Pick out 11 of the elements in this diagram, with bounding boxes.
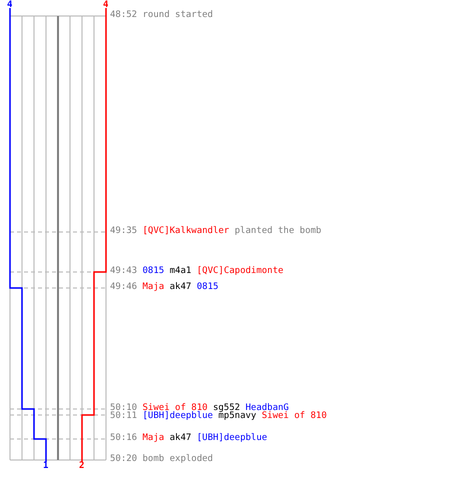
event-log-entry: 49:35 [QVC]Kalkwandler planted the bomb (110, 226, 322, 237)
player-count: 4 (103, 0, 108, 11)
player-count: 1 (43, 461, 48, 472)
player-count: 2 (79, 461, 84, 472)
event-log-entry: 49:46 Maja ak47 0815 (110, 282, 218, 293)
event-log-entry: 50:16 Maja ak47 [UBH]deepblue (110, 433, 268, 444)
event-log-entry: 49:43 0815 m4a1 [QVC]Capodimonte (110, 266, 284, 277)
event-log-entry: 50:11 [UBH]deepblue mp5navy Siwei of 810 (110, 411, 327, 422)
event-log-entry: 50:20 bomb exploded (110, 454, 213, 465)
event-log-entry: 48:52 round started (110, 10, 213, 21)
player-count: 4 (7, 0, 12, 11)
